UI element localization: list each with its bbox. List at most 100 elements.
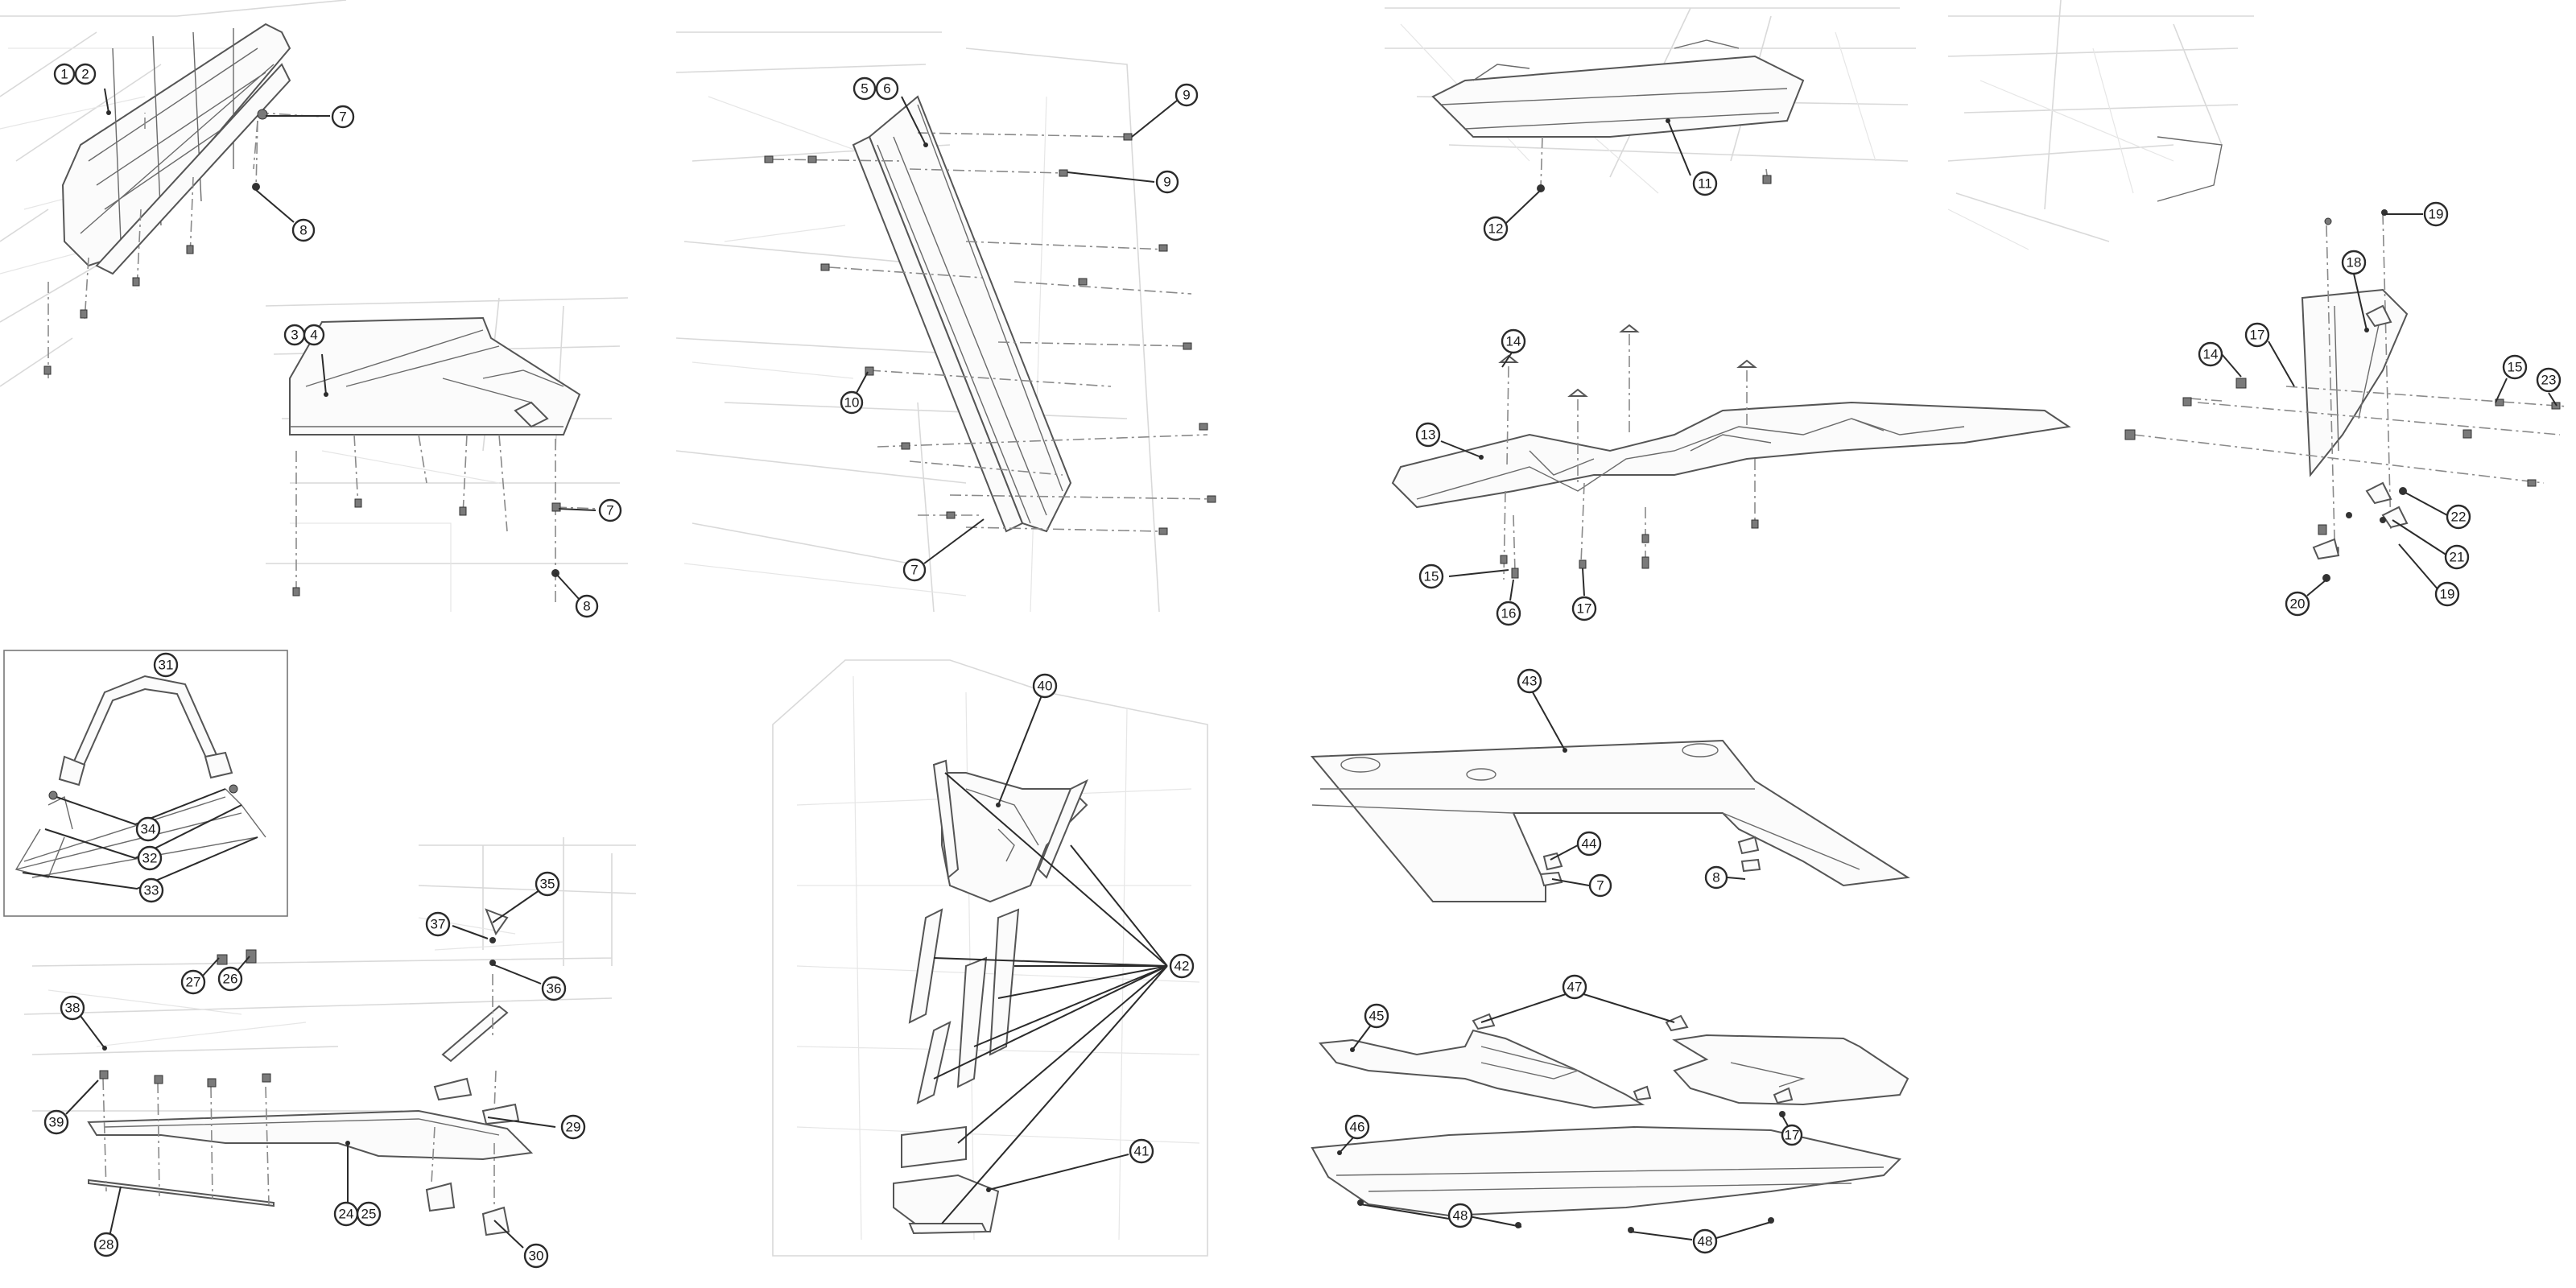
callout-9: 9 (1174, 83, 1199, 107)
callout-8: 8 (291, 218, 316, 242)
callout-1: 1 (53, 63, 76, 85)
callout-7b: 7 (598, 498, 622, 522)
callout-28: 28 (93, 1232, 119, 1257)
callout-group-a: 1 2 7 8 (53, 63, 355, 242)
callout-group-e: 14 13 15 16 17 (1415, 328, 1597, 626)
callout-2: 2 (74, 63, 97, 85)
callout-14b: 14 (2198, 341, 2223, 367)
svg-text:19: 19 (2429, 207, 2444, 222)
callout-14: 14 (1501, 328, 1526, 354)
callout-8b: 8 (575, 594, 599, 618)
callout-6: 6 (875, 76, 899, 101)
callout-group-c: 5 6 9 9 10 7 (840, 76, 1199, 582)
callout-15b: 15 (2502, 354, 2528, 380)
callout-38: 38 (60, 995, 85, 1021)
callout-47: 47 (1562, 974, 1587, 1000)
svg-text:30: 30 (529, 1249, 544, 1264)
svg-text:3: 3 (291, 328, 298, 343)
callout-32: 32 (137, 845, 163, 871)
panel-h-long-shield (23, 837, 637, 1236)
svg-text:2: 2 (81, 67, 89, 82)
callout-27: 27 (180, 969, 206, 995)
svg-text:8: 8 (583, 599, 590, 614)
callout-41: 41 (1129, 1138, 1154, 1164)
svg-text:20: 20 (2290, 597, 2306, 612)
panel-d-underbody-shield (1385, 7, 1916, 194)
svg-text:28: 28 (99, 1237, 114, 1253)
svg-text:23: 23 (2541, 373, 2557, 388)
callout-7: 7 (331, 105, 355, 129)
callout-17b: 17 (2244, 322, 2270, 348)
callout-20: 20 (2285, 591, 2310, 617)
svg-text:31: 31 (159, 658, 174, 673)
callout-9b: 9 (1155, 170, 1179, 194)
callout-group-i: 40 42 41 (933, 673, 1195, 1224)
svg-text:21: 21 (2450, 550, 2465, 565)
callout-39: 39 (43, 1109, 69, 1135)
callout-4: 4 (303, 324, 325, 346)
callout-29: 29 (560, 1114, 586, 1140)
callout-35: 35 (535, 871, 560, 897)
svg-text:8: 8 (1712, 870, 1719, 886)
callout-43: 43 (1517, 668, 1542, 694)
callout-44: 44 (1576, 831, 1602, 857)
callout-3: 3 (283, 324, 306, 346)
svg-text:14: 14 (2203, 347, 2219, 362)
callout-36: 36 (541, 976, 567, 1001)
callout-group-k: 47 45 46 17 48 48 (1337, 974, 1803, 1254)
panel-e-crossmember (1391, 324, 2071, 580)
svg-text:37: 37 (431, 917, 446, 932)
svg-text:7: 7 (606, 503, 613, 518)
callout-22: 22 (2446, 504, 2471, 530)
svg-text:42: 42 (1174, 959, 1190, 974)
svg-text:16: 16 (1501, 606, 1517, 621)
callout-8c: 8 (1704, 865, 1728, 890)
panel-f-rear-bracket (1947, 0, 2569, 582)
svg-text:6: 6 (883, 81, 890, 97)
panel-k-side-plates (1311, 1013, 1909, 1233)
panel-c-side-sill (675, 31, 1216, 613)
callout-24: 24 (333, 1201, 359, 1227)
svg-text:11: 11 (1698, 176, 1712, 192)
callout-18: 18 (2341, 250, 2367, 275)
svg-text:45: 45 (1369, 1009, 1385, 1024)
callout-19: 19 (2423, 201, 2449, 227)
panel-i-floor-shields (772, 659, 1208, 1257)
panel-j-large-plate (1310, 739, 1910, 902)
svg-text:19: 19 (2440, 587, 2455, 602)
svg-text:29: 29 (566, 1120, 581, 1135)
callout-16: 16 (1496, 601, 1521, 626)
callout-26: 26 (217, 966, 243, 992)
callout-12: 12 (1483, 216, 1509, 242)
svg-text:47: 47 (1567, 980, 1583, 995)
svg-text:48: 48 (1698, 1234, 1713, 1249)
svg-text:15: 15 (2508, 360, 2523, 375)
svg-text:36: 36 (547, 981, 562, 997)
callout-group-g: 31 34 32 33 (22, 652, 258, 903)
callout-34: 34 (135, 816, 161, 842)
callout-17c: 17 (1781, 1124, 1803, 1146)
svg-text:9: 9 (1163, 175, 1170, 190)
svg-text:39: 39 (49, 1115, 64, 1130)
callout-46: 46 (1344, 1114, 1370, 1140)
callout-group-j: 43 44 7 8 (1517, 668, 1746, 898)
callout-11: 11 (1692, 171, 1718, 196)
svg-text:17: 17 (2250, 328, 2265, 343)
callout-37: 37 (425, 911, 451, 937)
svg-text:10: 10 (844, 395, 860, 411)
callout-13: 13 (1415, 422, 1441, 448)
callout-45: 45 (1364, 1003, 1389, 1029)
svg-text:13: 13 (1421, 427, 1436, 443)
callout-31: 31 (153, 652, 179, 678)
callout-group-b: 3 4 7 8 (283, 324, 622, 618)
svg-text:35: 35 (540, 877, 555, 892)
callout-group-h: 35 37 36 27 26 38 39 29 24 25 28 30 (43, 871, 586, 1269)
svg-text:40: 40 (1038, 679, 1053, 694)
svg-text:43: 43 (1522, 674, 1538, 689)
callout-19b: 19 (2434, 581, 2460, 607)
svg-text:4: 4 (310, 328, 317, 343)
callout-7d: 7 (1588, 873, 1612, 898)
svg-text:7: 7 (910, 563, 918, 578)
svg-text:8: 8 (299, 223, 307, 238)
